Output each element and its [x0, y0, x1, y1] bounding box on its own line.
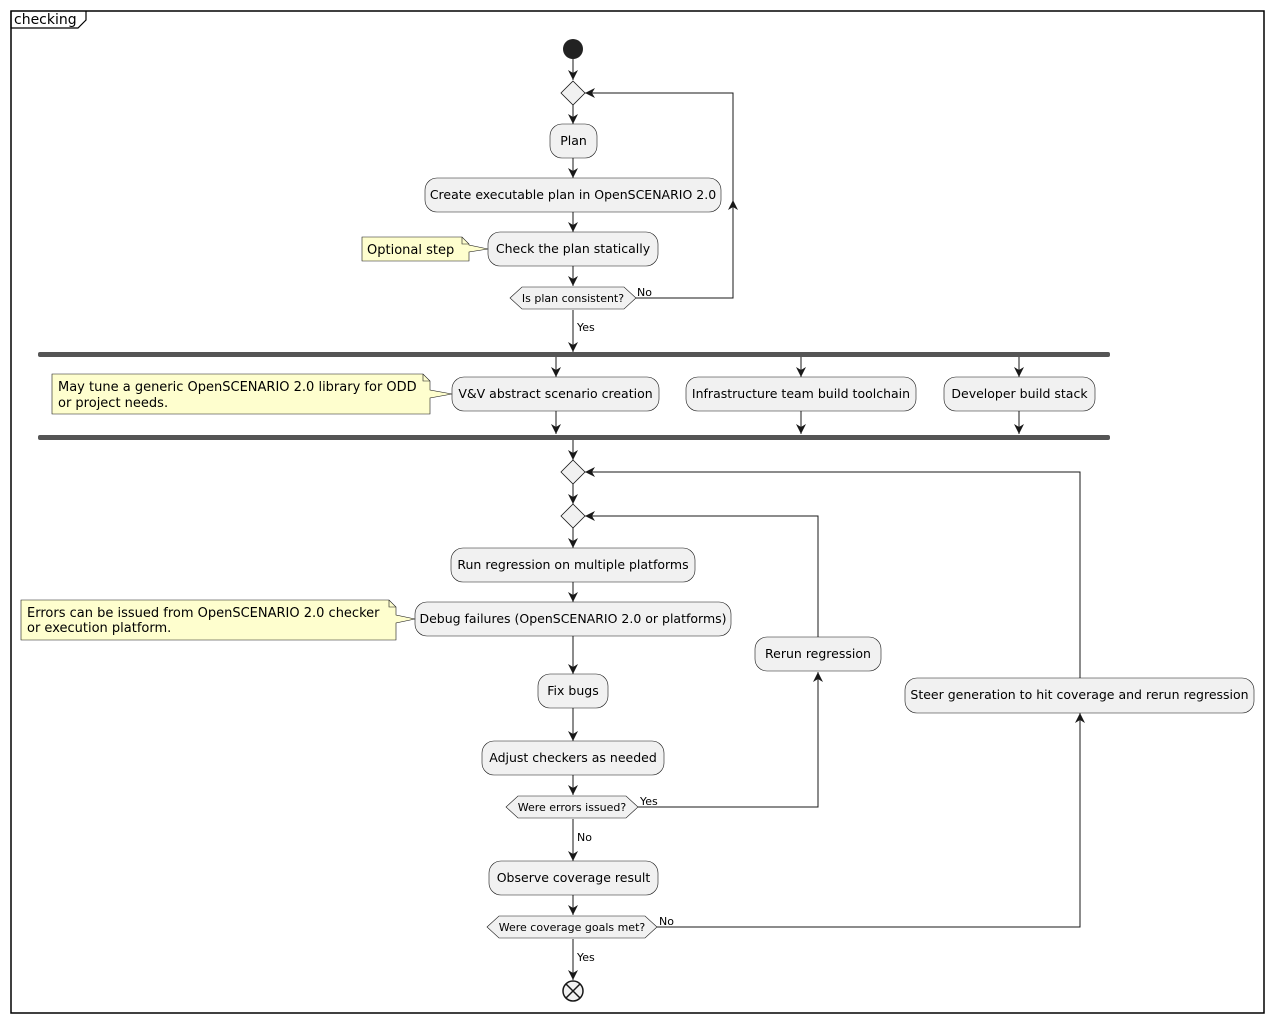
end-node — [562, 980, 584, 1002]
edge-plan-no-loop — [585, 88, 734, 299]
label-plan-no: No — [637, 286, 652, 299]
activity-observe-coverage: Observe coverage result — [488, 860, 659, 896]
connectors — [551, 59, 1085, 980]
edge-rerun-loop — [585, 511, 819, 637]
activity-debug-failures: Debug failures (OpenSCENARIO 2.0 or plat… — [414, 601, 732, 637]
merge-coverage-loop — [560, 459, 586, 485]
edge-errors-yes — [638, 672, 823, 808]
activity-check-plan: Check the plan statically — [487, 231, 659, 267]
edge-steer-loop — [585, 467, 1081, 678]
note-tune-library-line-2: or project needs. — [58, 396, 168, 411]
note-tune-library-line-1: May tune a generic OpenSCENARIO 2.0 libr… — [58, 380, 417, 395]
label-plan-yes: Yes — [576, 321, 595, 334]
label-coverage-yes: Yes — [576, 951, 595, 964]
activity-vv-creation-label: V&V abstract scenario creation — [458, 386, 652, 401]
note-optional-step: Optional step — [361, 236, 489, 262]
activity-plan-label: Plan — [560, 133, 587, 148]
activity-infra-toolchain: Infrastructure team build toolchain — [685, 376, 917, 412]
note-errors-source-line-2: or execution platform. — [27, 621, 171, 636]
activity-observe-coverage-label: Observe coverage result — [497, 870, 651, 885]
decision-coverage-met: Were coverage goals met? — [486, 915, 658, 939]
activity-fix-bugs: Fix bugs — [537, 673, 609, 709]
activity-check-plan-label: Check the plan statically — [496, 241, 651, 256]
frame-title: checking — [14, 12, 77, 28]
decision-errors-issued-label: Were errors issued? — [518, 801, 627, 814]
note-tune-library: May tune a generic OpenSCENARIO 2.0 libr… — [51, 373, 453, 415]
activity-create-plan: Create executable plan in OpenSCENARIO 2… — [424, 177, 722, 213]
decision-errors-issued: Were errors issued? — [505, 795, 639, 819]
activity-run-regression-label: Run regression on multiple platforms — [457, 557, 688, 572]
frame: checking — [10, 10, 1265, 1014]
merge-plan-loop — [560, 80, 586, 106]
activity-rerun-regression: Rerun regression — [754, 636, 882, 672]
activity-debug-failures-label: Debug failures (OpenSCENARIO 2.0 or plat… — [419, 611, 726, 626]
activity-vv-creation: V&V abstract scenario creation — [451, 376, 660, 412]
activity-steer-generation-label: Steer generation to hit coverage and rer… — [910, 687, 1248, 702]
activity-steer-generation: Steer generation to hit coverage and rer… — [904, 677, 1255, 714]
start-node — [563, 39, 583, 59]
join-bar — [38, 435, 1110, 440]
activity-fix-bugs-label: Fix bugs — [547, 683, 598, 698]
activity-developer-stack-label: Developer build stack — [951, 386, 1088, 401]
merge-regression-loop — [560, 503, 586, 529]
note-errors-source: Errors can be issued from OpenSCENARIO 2… — [20, 599, 416, 641]
fork-bar — [38, 352, 1110, 357]
activity-create-plan-label: Create executable plan in OpenSCENARIO 2… — [430, 187, 716, 202]
decision-coverage-met-label: Were coverage goals met? — [499, 921, 646, 934]
activity-developer-stack: Developer build stack — [943, 376, 1096, 412]
note-optional-step-line-1: Optional step — [367, 243, 454, 258]
activity-adjust-checkers: Adjust checkers as needed — [481, 740, 665, 776]
activity-plan: Plan — [549, 123, 598, 159]
note-errors-source-line-1: Errors can be issued from OpenSCENARIO 2… — [27, 606, 380, 621]
label-errors-no: No — [577, 831, 592, 844]
decision-plan-consistent: Is plan consistent? — [509, 286, 637, 310]
edge-coverage-no — [657, 713, 1085, 928]
activity-rerun-regression-label: Rerun regression — [765, 646, 871, 661]
activity-run-regression: Run regression on multiple platforms — [450, 547, 696, 583]
label-errors-yes: Yes — [639, 795, 658, 808]
activity-adjust-checkers-label: Adjust checkers as needed — [489, 750, 657, 765]
decision-plan-consistent-label: Is plan consistent? — [522, 292, 624, 305]
activity-infra-toolchain-label: Infrastructure team build toolchain — [692, 386, 910, 401]
label-coverage-no: No — [659, 915, 674, 928]
